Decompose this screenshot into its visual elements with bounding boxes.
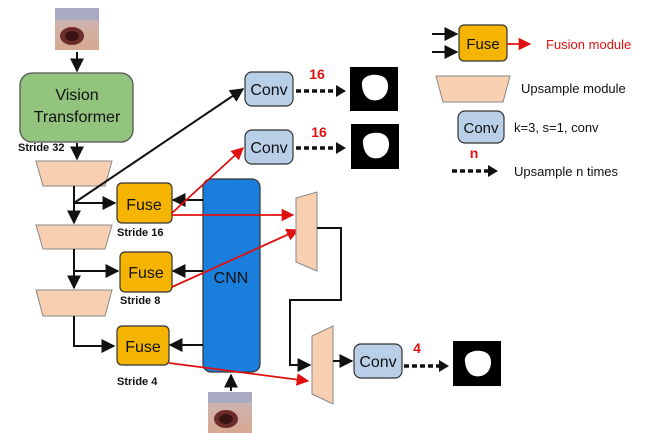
arrow-to-conv-top [73, 88, 245, 204]
vit-label-line2: Transformer [34, 109, 121, 126]
upsample-factor-middle: 16 [311, 124, 327, 140]
upsample-module-right-1 [295, 191, 318, 272]
vit-label-line1: Vision [55, 87, 98, 104]
legend-fuse-desc: Fusion module [546, 37, 631, 52]
input-image-top [55, 8, 99, 50]
mask-blob-bottom [464, 350, 492, 377]
legend-fuse-box [458, 24, 508, 62]
conv-label-middle: Conv [250, 140, 287, 157]
legend: Fuse Fusion module Upsample module Conv … [432, 24, 631, 179]
conv-label-bottom: Conv [359, 354, 396, 371]
red-arrow-fuse16-to-conv-mid [171, 147, 244, 214]
cnn-block: CNN [202, 178, 261, 373]
fuse-box-4 [116, 325, 170, 366]
conv-box-bottom [353, 343, 403, 379]
upsample-factor-top: 16 [309, 66, 325, 82]
stride-32-label: Stride 32 [18, 142, 64, 154]
arrow-upsample-r1-to-r2 [289, 227, 342, 372]
mask-blob-middle [362, 132, 390, 159]
fuse-label-8: Fuse [128, 265, 164, 282]
fuse-module-4: Fuse [116, 325, 170, 366]
conv-module-middle: Conv [244, 129, 294, 165]
conv-module-bottom: Conv [353, 343, 403, 379]
upsample-factor-bottom: 4 [413, 340, 421, 356]
upsample-module-2 [35, 224, 113, 250]
legend-conv-desc: k=3, s=1, conv [514, 120, 599, 135]
legend-dotted-arrowhead [488, 165, 498, 177]
stride-4-label: Stride 4 [117, 376, 158, 388]
arrow-up3-to-fuse4 [73, 316, 116, 353]
red-arrow-fuse4-to-upsample-r2 [168, 362, 310, 386]
legend-conv-box [457, 110, 505, 144]
conv-module-top: Conv [244, 71, 294, 107]
cnn-label: CNN [214, 270, 249, 287]
legend-n-label: n [470, 145, 479, 161]
wound-core [65, 31, 79, 41]
fuse-box-16 [116, 182, 173, 224]
legend-fuse-label: Fuse [466, 36, 499, 53]
mask-output-middle [351, 124, 399, 169]
fuse-module-16: Fuse [116, 182, 173, 224]
dotted-arrowhead-bottom [439, 360, 449, 372]
conv-box-middle [244, 129, 294, 165]
vision-transformer-block: Vision Transformer [19, 72, 134, 143]
conv-label-top: Conv [250, 82, 287, 99]
stride-8-label: Stride 8 [120, 295, 160, 307]
wound-photo-sky [55, 8, 99, 20]
legend-upsample-desc: Upsample module [521, 81, 626, 96]
dotted-arrowhead-middle [336, 142, 346, 154]
fuse-module-8: Fuse [119, 251, 173, 293]
upsample-module-1 [35, 160, 113, 187]
legend-conv-label: Conv [463, 120, 499, 137]
dotted-arrowhead-top [336, 85, 346, 97]
mask-blob-top [361, 74, 389, 101]
legend-upsample-times-desc: Upsample n times [514, 164, 619, 179]
fuse-label-4: Fuse [125, 339, 161, 356]
mask-output-bottom [453, 341, 501, 386]
vit-box [19, 72, 134, 143]
legend-upsample-shape [435, 75, 511, 103]
upsample-module-3 [35, 289, 113, 317]
wound-photo-sky-bottom [208, 392, 252, 403]
mask-output-top [350, 67, 398, 111]
upsample-module-right-2 [311, 325, 334, 405]
fuse-label-16: Fuse [126, 197, 162, 214]
conv-box-top [244, 71, 294, 107]
red-arrow-fuse8-to-upsample-r1 [171, 228, 300, 288]
input-image-bottom [208, 392, 252, 433]
wound-core-bottom [219, 414, 233, 424]
fuse-box-8 [119, 251, 173, 293]
stride-16-label: Stride 16 [117, 227, 163, 239]
